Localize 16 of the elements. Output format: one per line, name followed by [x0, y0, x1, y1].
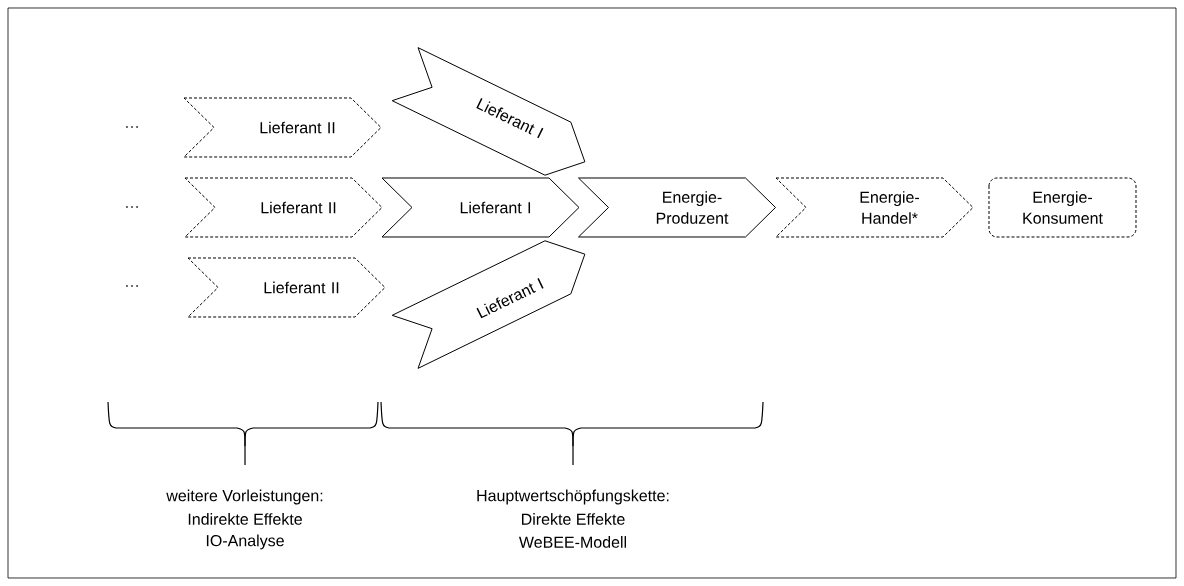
stage-box: Lieferant II [187, 257, 386, 318]
ellipsis: … [126, 206, 138, 208]
rounded-box: Energie- Konsument [988, 177, 1137, 238]
brace-label: Indirekte Effekte [188, 513, 302, 525]
brace-label: IO-Analyse [206, 534, 284, 550]
brace-label: Hauptwertschöpfungskette: [477, 489, 669, 505]
stage-box: Energie- Handel* [775, 177, 974, 238]
ellipsis: … [126, 126, 138, 128]
stage-box: Lieferant II [184, 177, 383, 238]
ellipsis: … [126, 285, 138, 287]
brace-label: WeBEE-Modell [519, 536, 626, 548]
brace-label: Direkte Effekte [522, 513, 625, 525]
brace-label: weitere Vorleistungen: [166, 489, 323, 505]
stage-box: Energie- Produzent [578, 177, 776, 238]
stage-box: Lieferant II [183, 97, 382, 158]
stage-box: Lieferant I [381, 177, 580, 238]
